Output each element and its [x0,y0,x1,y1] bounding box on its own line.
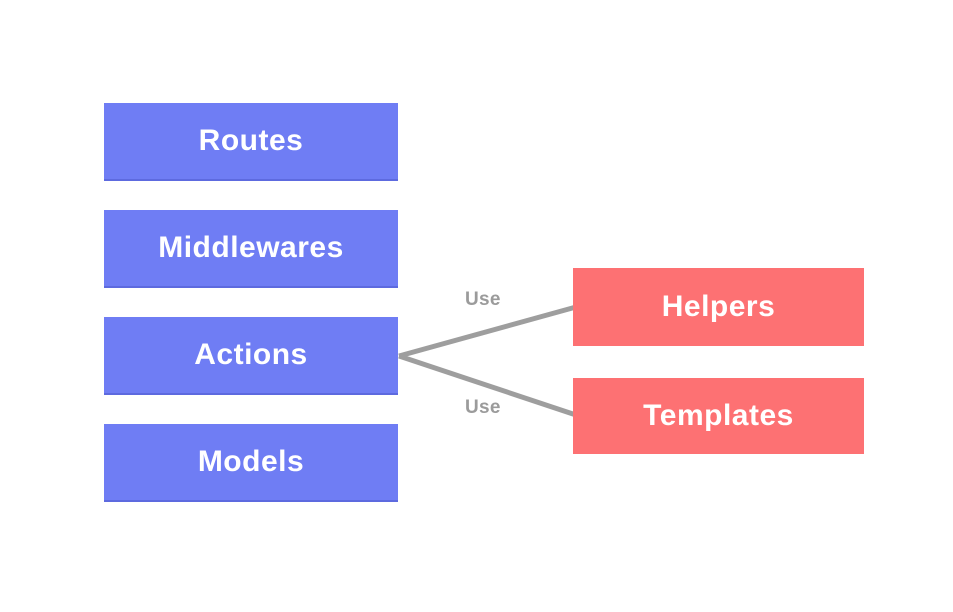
edge-label-use-helpers: Use [465,289,501,310]
node-actions: Actions [104,317,398,395]
node-models-label: Models [197,445,305,478]
node-templates-label: Templates [643,399,794,432]
node-routes-label: Routes [198,124,304,157]
edge-actions-helpers [398,304,577,359]
node-models: Models [104,424,398,502]
edge-label-use-templates: Use [465,397,501,418]
node-actions-label: Actions [194,338,308,371]
node-routes: Routes [104,103,398,181]
node-middlewares-label: Middlewares [158,231,344,264]
node-helpers: Helpers [573,268,864,346]
node-middlewares: Middlewares [104,210,398,288]
node-templates: Templates [573,378,864,454]
node-helpers-label: Helpers [661,290,776,323]
